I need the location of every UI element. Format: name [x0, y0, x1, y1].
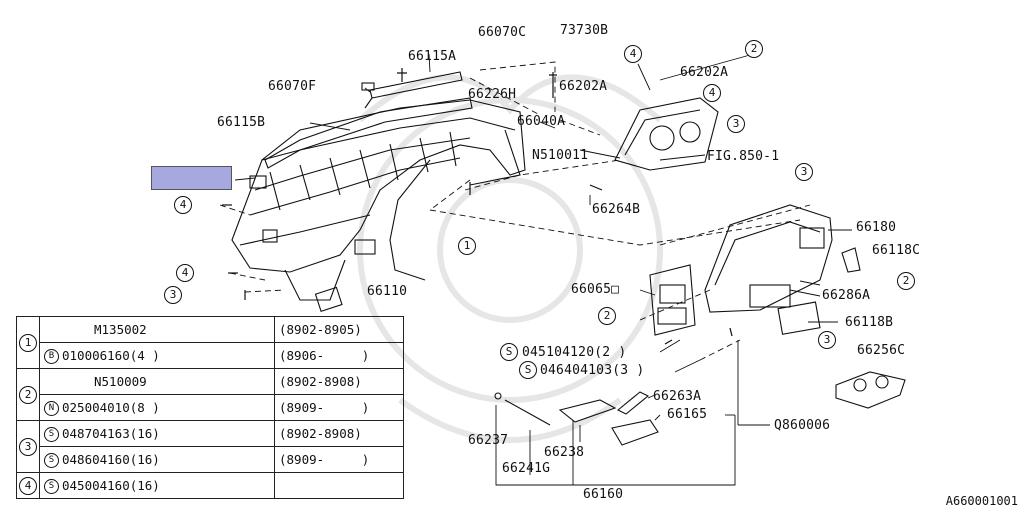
combination-meter [614, 97, 719, 171]
legend-date-range: (8902-8908) [274, 420, 404, 447]
highlight-box [151, 166, 232, 190]
legend-key: 3 [16, 420, 40, 473]
meter-visor [704, 204, 833, 335]
label-66070c: 66070C [478, 25, 527, 40]
legend-part-text: 045004160(16) [62, 477, 160, 493]
label-66180: 66180 [856, 220, 897, 235]
legend-date-range: (8902-8905) [274, 316, 404, 343]
label-66110: 66110 [367, 284, 408, 299]
legend-key: 2 [16, 368, 40, 421]
instrument-panel-body [231, 99, 526, 313]
watermark-emblem [357, 74, 663, 443]
callout-3: 3 [727, 115, 745, 133]
label-66040a: 66040A [517, 114, 566, 129]
center-panel [649, 264, 696, 336]
legend-date-range: (8909- ) [274, 394, 404, 421]
callout-s: S [500, 343, 518, 361]
glove-box-lid [558, 399, 617, 423]
side-vent [841, 247, 861, 273]
legend-part-text: 048604160(16) [62, 451, 160, 467]
glove-box [611, 419, 659, 446]
label-66286a: 66286A [822, 288, 871, 303]
label-66160: 66160 [583, 487, 624, 502]
label-66118b: 66118B [845, 315, 894, 330]
label-66202a-right: 66202A [680, 65, 729, 80]
label-045104120: 045104120(2 ) [522, 345, 627, 360]
label-66263a: 66263A [653, 389, 702, 404]
legend-date-range [274, 472, 404, 499]
legend-part-number: M135002 [39, 316, 275, 343]
label-66115b: 66115B [217, 115, 266, 130]
legend-part-text: 048704163(16) [62, 425, 160, 441]
label-66256c: 66256C [857, 343, 906, 358]
legend-date-range: (8906- ) [274, 342, 404, 369]
legend-key-circle: 1 [19, 333, 37, 352]
legend-part-text: 010006160(4 ) [62, 347, 160, 363]
callout-2: 2 [598, 307, 616, 325]
label-n510011: N510011 [532, 148, 589, 163]
callout-2: 2 [897, 272, 915, 290]
callout-s: S [519, 361, 537, 379]
legend-key-circle: 4 [19, 476, 37, 495]
legend-prefix-circle: S [44, 478, 59, 494]
legend-row: 2 N510009 (8902-8908) [16, 368, 404, 421]
callout-2: 2 [745, 40, 763, 58]
legend-key: 1 [16, 316, 40, 369]
label-66118c: 66118C [872, 243, 921, 258]
diagram-code: A660001001 [945, 494, 1018, 508]
legend-prefix-circle: S [44, 426, 59, 442]
legend-key-circle: 2 [19, 385, 37, 404]
label-66237: 66237 [468, 433, 509, 448]
ashtray [835, 371, 906, 409]
legend-row: 1 M135002 (8902-8905) [16, 316, 404, 369]
defroster-grille [264, 97, 473, 169]
callout-4: 4 [703, 84, 721, 102]
legend-date-range: (8909- ) [274, 446, 404, 473]
label-73730b: 73730B [560, 23, 609, 38]
label-046404103: 046404103(3 ) [540, 363, 645, 378]
legend-key: 4 [16, 472, 40, 499]
label-fig-850-1: FIG.850-1 [707, 149, 780, 164]
label-66165: 66165 [667, 407, 708, 422]
label-66202a-top: 66202A [559, 79, 608, 94]
label-66241g: 66241G [502, 461, 551, 476]
label-66264b: 66264B [592, 202, 641, 217]
legend-part-text: N510009 [94, 374, 147, 389]
callout-3: 3 [164, 286, 182, 304]
callout-1: 1 [458, 237, 476, 255]
label-q860006: Q860006 [774, 418, 831, 433]
legend-date-range: (8902-8908) [274, 368, 404, 395]
legend-prefix-circle: B [44, 348, 59, 364]
callout-4: 4 [174, 196, 192, 214]
callout-4: 4 [176, 264, 194, 282]
callout-3: 3 [818, 331, 836, 349]
legend-part-text: M135002 [94, 322, 147, 337]
callout-3: 3 [795, 163, 813, 181]
label-66226h: 66226H [468, 87, 517, 102]
legend-key-circle: 3 [19, 437, 37, 456]
label-66238: 66238 [544, 445, 585, 460]
legend-part-number: N510009 [39, 368, 275, 395]
legend-part-text: 025004010(8 ) [62, 399, 160, 415]
label-66070f: 66070F [268, 79, 317, 94]
label-66115a: 66115A [408, 49, 457, 64]
callout-4: 4 [624, 45, 642, 63]
legend-prefix-circle: S [44, 452, 59, 468]
legend-prefix-circle: N [44, 400, 59, 416]
label-66065: 66065□ [571, 282, 620, 297]
